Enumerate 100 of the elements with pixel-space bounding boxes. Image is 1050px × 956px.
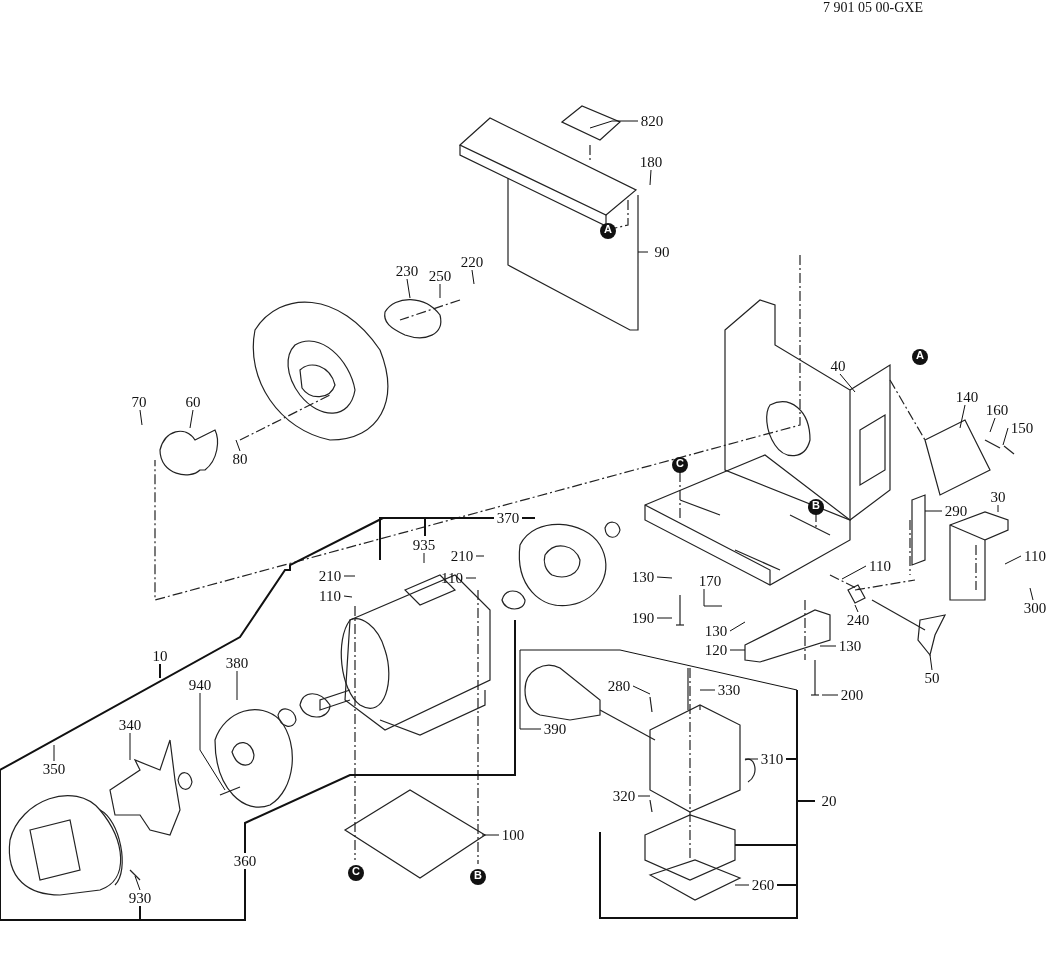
callout-number: 70 (125, 394, 153, 410)
leader-line (471, 269, 475, 285)
leader-line (189, 409, 194, 429)
callout-number: 60 (179, 394, 207, 410)
callout-number: 370 (494, 510, 522, 526)
reference-marker: A (600, 223, 616, 239)
leader-line (637, 795, 651, 797)
callout-number: 210 (448, 548, 476, 564)
callout-number: 150 (1008, 420, 1036, 436)
callout-number: 140 (953, 389, 981, 405)
leader-line (343, 595, 353, 598)
callout-number: 290 (942, 503, 970, 519)
leader-line (0, 619, 516, 921)
leader-line (1002, 427, 1009, 446)
reference-marker: C (348, 865, 364, 881)
leader-line (519, 649, 798, 730)
leader-line (1004, 555, 1022, 565)
callout-number: 390 (541, 721, 569, 737)
leader-line (406, 278, 411, 299)
callout-number: 210 (316, 568, 344, 584)
leader-line (637, 251, 649, 253)
callout-number: 190 (629, 610, 657, 626)
leader-line (235, 439, 241, 452)
callout-number: 10 (146, 648, 174, 664)
callout-number: 200 (838, 687, 866, 703)
callout-number: 930 (126, 890, 154, 906)
reference-marker: B (808, 499, 824, 515)
leader-line (819, 645, 837, 647)
callout-number: 380 (223, 655, 251, 671)
leader-line (0, 517, 384, 771)
callout-number: 300 (1021, 600, 1049, 616)
callout-number: 310 (758, 751, 786, 767)
leader-line (589, 120, 639, 129)
leader-line (236, 670, 238, 701)
callout-number: 260 (749, 877, 777, 893)
leader-line (134, 875, 141, 891)
leader-line (929, 654, 933, 671)
leader-line (703, 588, 723, 607)
callout-number: 100 (499, 827, 527, 843)
callout-number: 935 (410, 537, 438, 553)
callout-number: 130 (629, 569, 657, 585)
drawing-number: 7 901 05 00-GXE (823, 0, 923, 16)
leader-line (989, 417, 996, 433)
callout-number: 170 (696, 573, 724, 589)
callout-number: 40 (824, 358, 852, 374)
leader-line (632, 685, 651, 695)
leader-line (1029, 587, 1034, 601)
leader-line (439, 283, 441, 299)
leader-line (465, 577, 477, 579)
leader-line (841, 565, 867, 580)
reference-marker: B (470, 869, 486, 885)
callout-number: 50 (918, 670, 946, 686)
callout-number: 180 (637, 154, 665, 170)
leader-line (53, 744, 55, 762)
leader-line (343, 575, 356, 577)
leader-line (729, 621, 746, 632)
callout-number: 110 (866, 558, 894, 574)
leader-line (997, 504, 999, 513)
callout-number: 160 (983, 402, 1011, 418)
leader-line (379, 517, 536, 561)
reference-marker: C (672, 457, 688, 473)
leader-line (475, 555, 485, 557)
leader-line (734, 884, 750, 886)
callout-number: 820 (638, 113, 666, 129)
callout-number: 130 (836, 638, 864, 654)
callout-number: 330 (715, 682, 743, 698)
leader-line (129, 732, 131, 761)
leader-line (599, 689, 816, 919)
callout-number: 940 (186, 677, 214, 693)
leader-line (139, 409, 143, 426)
callout-number: 250 (426, 268, 454, 284)
callout-number: 280 (605, 678, 633, 694)
callout-number: 240 (844, 612, 872, 628)
leader-line (839, 373, 856, 393)
callout-number: 360 (231, 853, 259, 869)
leader-line (959, 404, 966, 429)
callout-number: 30 (984, 489, 1012, 505)
leader-line (649, 169, 652, 186)
callout-number: 110 (316, 588, 344, 604)
leader-line (821, 694, 839, 696)
callout-number: 320 (610, 788, 638, 804)
callout-number: 350 (40, 761, 68, 777)
callout-number: 120 (702, 642, 730, 658)
leader-line (699, 689, 716, 691)
callout-number: 80 (226, 451, 254, 467)
callout-number: 340 (116, 717, 144, 733)
reference-marker: A (912, 349, 928, 365)
leader-line (481, 834, 500, 836)
leader-line (199, 692, 226, 791)
leader-line (423, 552, 425, 564)
leader-line (744, 758, 759, 760)
callout-number: 90 (648, 244, 676, 260)
leader-line (656, 576, 673, 579)
leader-line (854, 604, 859, 613)
leader-line (924, 510, 943, 512)
leader-line (656, 617, 673, 619)
callout-number: 130 (702, 623, 730, 639)
callout-number: 20 (815, 793, 843, 809)
callout-number: 230 (393, 263, 421, 279)
callout-number: 220 (458, 254, 486, 270)
